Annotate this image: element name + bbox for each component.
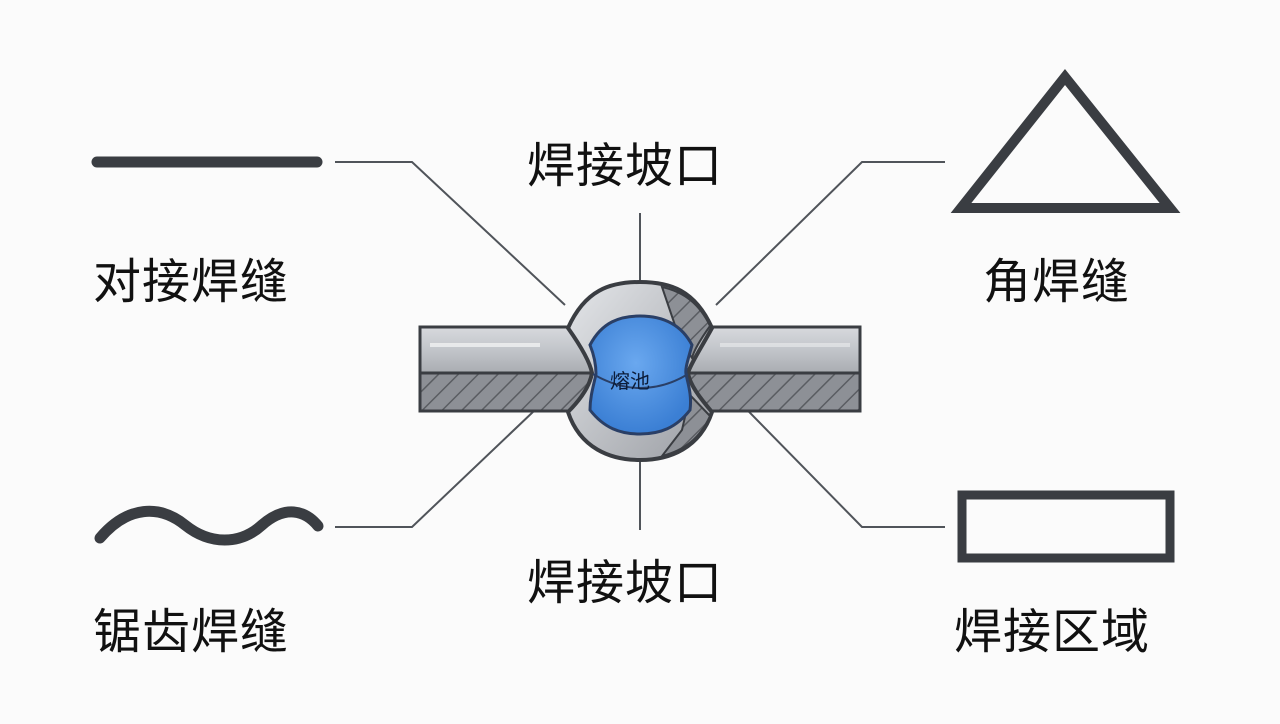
weld-groove-top-label: 焊接坡口 (527, 138, 724, 194)
weld-zone-label: 焊接区域 (954, 604, 1151, 660)
weld-bead (565, 279, 715, 463)
rectangle-icon (957, 490, 1175, 563)
leader-lines (335, 161, 945, 530)
triangle-icon (950, 68, 1181, 213)
fillet-weld-label: 角焊缝 (983, 254, 1131, 310)
serrated-weld-label: 锯齿焊缝 (93, 604, 290, 660)
weld-pool (588, 314, 694, 436)
butt-weld-label: 对接焊缝 (93, 254, 290, 310)
weld-pool-label: 熔池 (610, 369, 650, 393)
wave-line-icon (94, 505, 324, 546)
weld-groove-bottom-label: 焊接坡口 (527, 555, 724, 611)
